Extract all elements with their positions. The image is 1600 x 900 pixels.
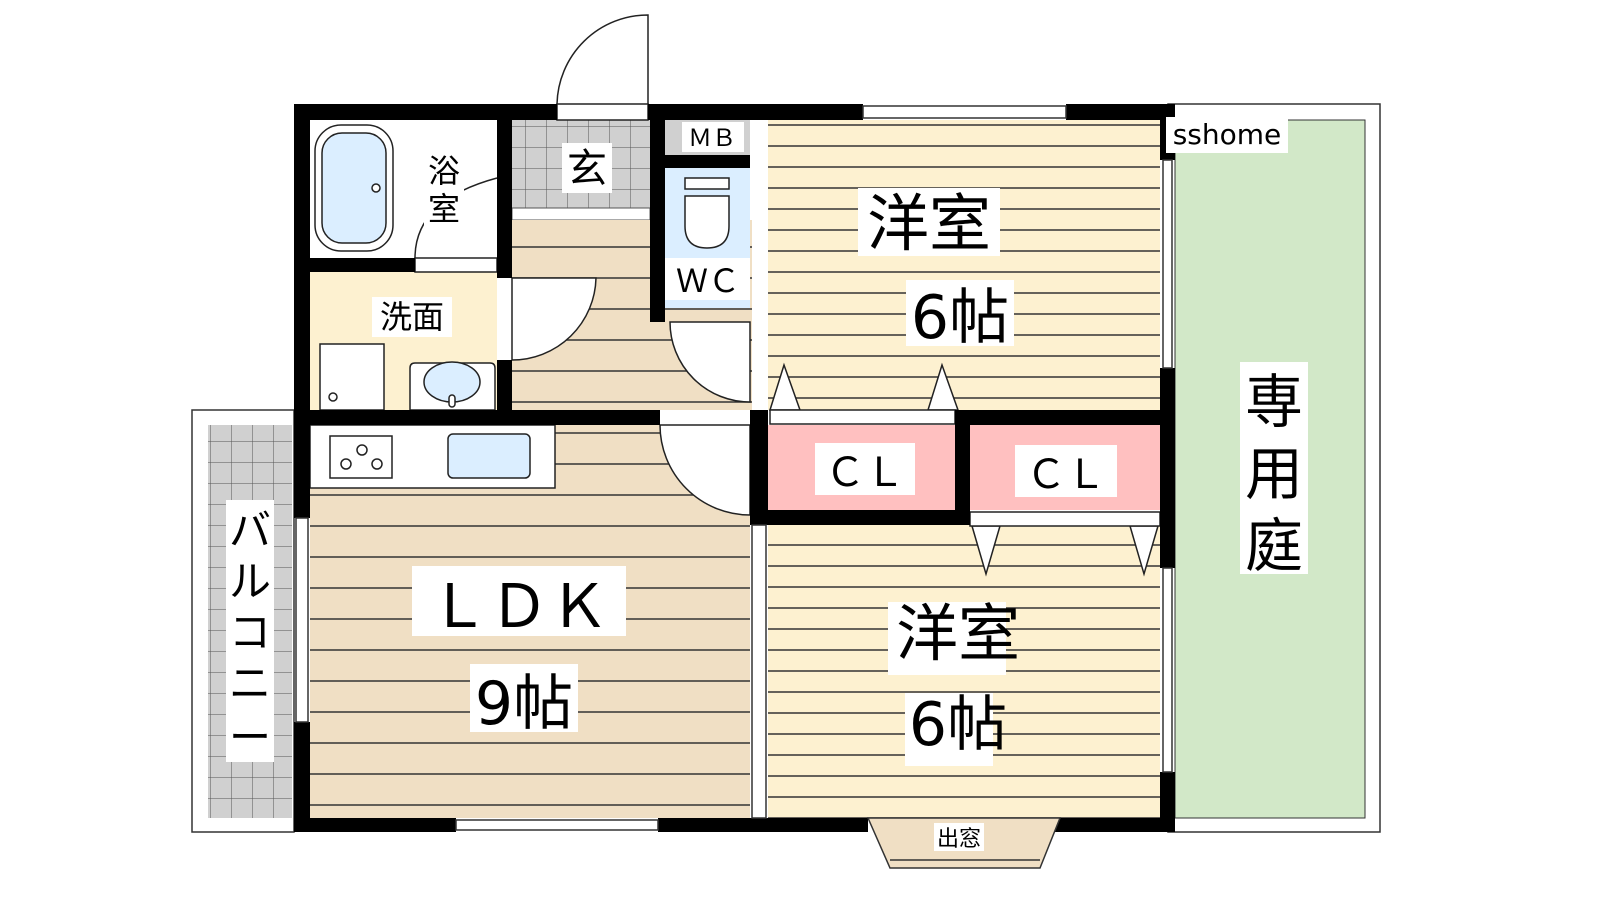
bath-label-1: 浴 bbox=[428, 152, 460, 190]
bedroom-lower-name: 洋室 bbox=[896, 597, 1020, 670]
bedroom-upper-size: 6帖 bbox=[911, 283, 1009, 353]
entrance-label: 玄 bbox=[567, 146, 607, 192]
sink-icon bbox=[409, 361, 496, 411]
toilet-door-icon bbox=[669, 321, 751, 403]
stove-icon bbox=[329, 435, 393, 479]
washing-machine-icon bbox=[319, 343, 385, 411]
front-door-icon bbox=[556, 14, 649, 105]
bedroom-lower-size: 6帖 bbox=[909, 690, 1007, 760]
kitchen-counter bbox=[309, 424, 556, 489]
balcony: バ ル コ ニ ー bbox=[191, 409, 295, 833]
ldk-door-icon bbox=[659, 424, 751, 516]
balcony-char: コ bbox=[229, 608, 271, 657]
meter-box-label: ＭＢ bbox=[688, 124, 736, 152]
garden-char-3: 庭 bbox=[1245, 512, 1303, 580]
balcony-char: バ bbox=[229, 506, 271, 555]
balcony-char: ー bbox=[229, 713, 271, 762]
closet-right-label: ＣＬ bbox=[1026, 452, 1106, 498]
bathtub-icon bbox=[314, 124, 394, 252]
kitchen-sink-icon bbox=[447, 433, 531, 479]
toilet-icon bbox=[684, 177, 730, 249]
washroom-label: 洗面 bbox=[380, 298, 444, 336]
washroom-door-icon bbox=[511, 277, 597, 361]
bay-window-label: 出窓 bbox=[937, 827, 981, 852]
closet-left-label: ＣＬ bbox=[825, 450, 905, 496]
garden-char-2: 用 bbox=[1245, 440, 1303, 508]
bedroom-upper bbox=[768, 120, 1160, 410]
balcony-char: ル bbox=[229, 557, 271, 606]
garden-char-1: 専 bbox=[1245, 368, 1303, 436]
ldk-name: ＬＤＫ bbox=[429, 572, 609, 642]
garden: 専 用 庭 bbox=[1167, 103, 1381, 833]
walls bbox=[294, 104, 1175, 832]
ldk-size: 9帖 bbox=[475, 669, 573, 739]
door-icons bbox=[414, 14, 1161, 577]
bath-label-2: 室 bbox=[428, 190, 460, 228]
watermark: sshome bbox=[1173, 118, 1282, 151]
balcony-char: ニ bbox=[229, 659, 271, 708]
room-labels: sshome 浴 室 洗面 玄 ＭＢ ＷＣ 洋室 6帖 ＣＬ ＣＬ ＬＤＫ 9帖… bbox=[372, 117, 1288, 852]
bedroom-upper-name: 洋室 bbox=[867, 187, 991, 260]
toilet-label: ＷＣ bbox=[676, 262, 740, 300]
